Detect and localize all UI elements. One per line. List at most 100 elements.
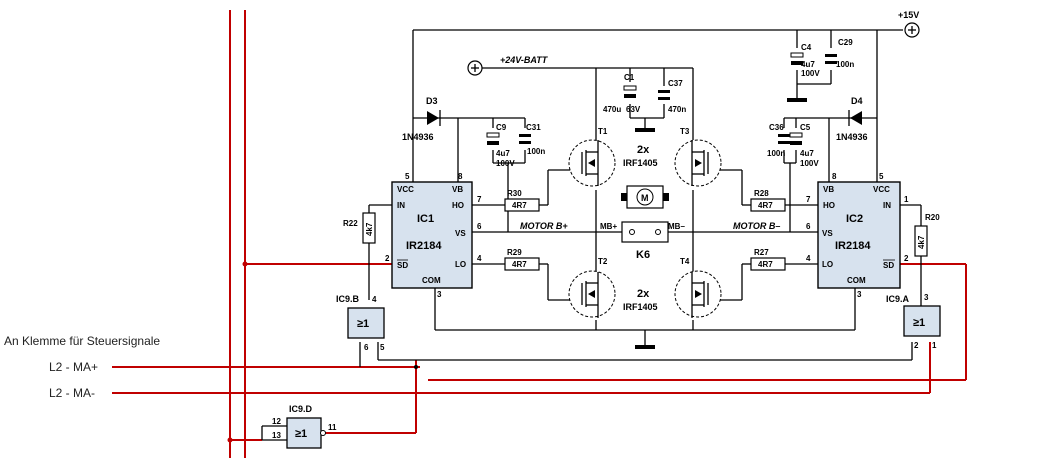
- plus-24v-terminal-icon: [467, 60, 483, 76]
- c5-voltage: 100V: [800, 159, 819, 168]
- ic2-part: IR2184: [835, 240, 871, 252]
- ic9b-pin-b: 5: [380, 343, 385, 352]
- ic2-pin-num: 7: [806, 195, 811, 204]
- r30-value: 4R7: [512, 201, 527, 210]
- diode-d3-icon: [427, 110, 441, 126]
- ic1-pin-com: COM: [422, 276, 441, 285]
- c31-name: C31: [526, 123, 541, 132]
- ic9b-pin-out: 4: [372, 295, 377, 304]
- c5-name: C5: [800, 123, 811, 132]
- c29-value: 100n: [836, 60, 854, 69]
- motor-symbol: M: [641, 193, 649, 203]
- resistor-r28-icon: [750, 198, 786, 212]
- resistor-r22-icon: [362, 212, 376, 244]
- driver-ic1-chip: [391, 181, 473, 289]
- c9-value: 4u7: [496, 149, 510, 158]
- red-signal-wires: [112, 10, 967, 458]
- control-terminal-header: An Klemme für Steuersignale: [4, 334, 160, 348]
- plus-15v-terminal-icon: [904, 22, 920, 38]
- resistor-r29-icon: [504, 257, 540, 271]
- c29-name: C29: [838, 38, 853, 47]
- mosfet-bottom-part: IRF1405: [623, 302, 658, 312]
- ic1-pin-sd: SD: [397, 261, 408, 270]
- c1-value: 470u: [603, 105, 621, 114]
- d4-name: D4: [851, 96, 863, 106]
- r22-name: R22: [343, 219, 358, 228]
- ic1-pin-num: 5: [405, 172, 410, 181]
- label-ma-minus: L2 - MA-: [49, 386, 95, 400]
- r29-name: R29: [507, 248, 522, 257]
- motor-b-minus-net: MOTOR B–: [733, 221, 780, 231]
- resistor-r30-icon: [504, 198, 540, 212]
- ic2-pin-lo: LO: [822, 260, 833, 269]
- ic2-pin-in: IN: [883, 201, 891, 210]
- label-ma-plus: L2 - MA+: [49, 360, 98, 374]
- r30-name: R30: [507, 189, 522, 198]
- ic1-pin-lo: LO: [455, 260, 466, 269]
- ic9d-name: IC9.D: [289, 404, 313, 414]
- ic9d-pin-a: 12: [272, 417, 281, 426]
- ic2-pin-com: COM: [847, 276, 866, 285]
- c1-voltage: 63V: [626, 105, 641, 114]
- r22-value: 4k7: [365, 222, 374, 236]
- r28-name: R28: [754, 189, 769, 198]
- ic1-pin-num: 3: [437, 290, 442, 299]
- r29-value: 4R7: [512, 260, 527, 269]
- r28-value: 4R7: [758, 201, 773, 210]
- resistor-r27-icon: [750, 257, 786, 271]
- ic1-pin-in: IN: [397, 201, 405, 210]
- black-wires: [261, 29, 922, 441]
- or-gate-ic9a: [903, 305, 941, 337]
- ic9b-symbol: ≥1: [357, 318, 369, 330]
- c4-name: C4: [801, 43, 812, 52]
- r20-name: R20: [925, 213, 940, 222]
- d3-name: D3: [426, 96, 438, 106]
- ic2-pin-num: 4: [806, 254, 811, 263]
- ic9b-pin-a: 6: [364, 343, 369, 352]
- ground-icon: [635, 128, 655, 132]
- ic1-pin-vcc: VCC: [397, 185, 414, 194]
- mosfet-t1-icon: [568, 139, 616, 187]
- mosfet-t4-icon: [674, 270, 722, 318]
- c4-value: 4u7: [801, 60, 815, 69]
- t4-name: T4: [680, 257, 690, 266]
- ic1-pin-ho: HO: [452, 201, 464, 210]
- t3-name: T3: [680, 127, 690, 136]
- ic2-pin-vb: VB: [823, 185, 834, 194]
- or-gate-ic9d: [286, 417, 322, 449]
- ic2-pin-num: 3: [857, 290, 862, 299]
- ic9a-pin-a: 2: [914, 341, 919, 350]
- ic2-pin-num: 5: [879, 172, 884, 181]
- resistor-r20-icon: [914, 225, 928, 257]
- t1-name: T1: [598, 127, 608, 136]
- mb-plus-label: MB+: [600, 222, 617, 231]
- r20-value: 4k7: [917, 235, 926, 249]
- ic1-pin-vs: VS: [455, 229, 466, 238]
- c37-name: C37: [668, 79, 683, 88]
- c4-voltage: 100V: [801, 69, 820, 78]
- ground-icon: [635, 345, 655, 349]
- ic9d-pin-out: 11: [328, 423, 337, 432]
- driver-ic2-chip: [817, 181, 901, 289]
- ground-icon: [787, 98, 807, 102]
- ic2-pin-num: 6: [806, 222, 811, 231]
- c9-voltage: 100V: [496, 159, 515, 168]
- ic2-pin-vs: VS: [822, 229, 833, 238]
- supply-24v-label: +24V-BATT: [500, 55, 549, 65]
- ic2-pin-ho: HO: [823, 201, 835, 210]
- ic9b-name: IC9.B: [336, 294, 360, 304]
- ic9d-pin-b: 13: [272, 431, 281, 440]
- mosfet-top-part: IRF1405: [623, 158, 658, 168]
- d4-part: 1N4936: [836, 132, 868, 142]
- ic9a-symbol: ≥1: [913, 317, 925, 329]
- ic2-pin-vcc: VCC: [873, 185, 890, 194]
- ic1-pin-vb: VB: [452, 185, 463, 194]
- ic1-pin-num: 6: [477, 222, 482, 231]
- ic1-part: IR2184: [406, 240, 442, 252]
- ic9a-name: IC9.A: [886, 294, 910, 304]
- mb-minus-label: MB–: [668, 222, 685, 231]
- ic2-name: IC2: [846, 213, 863, 225]
- ic2-pin-num: 1: [904, 195, 909, 204]
- connector-k6-icon: [621, 221, 669, 243]
